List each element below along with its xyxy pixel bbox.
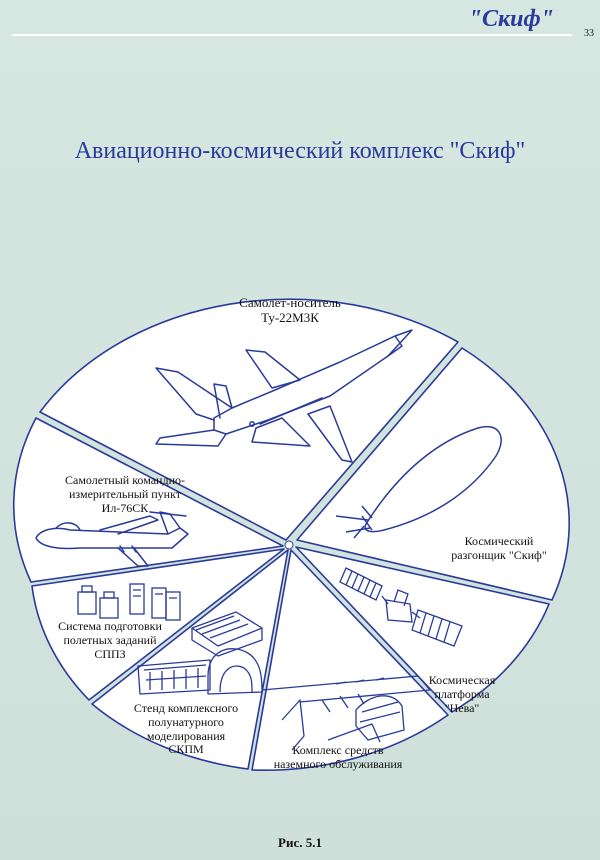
label-system-line2: полетных заданий — [63, 632, 157, 647]
label-stand-line2: полунатурного — [148, 714, 224, 729]
sector-command — [13, 417, 284, 583]
label-carrier-line1: Самолет-носитель — [239, 295, 341, 310]
header-rule — [12, 34, 572, 36]
label-carrier-line2: Ту-22М3К — [261, 309, 319, 325]
label-stand: Стенд комплексного полунатурного моделир… — [116, 701, 256, 757]
label-ground-line2: наземного обслуживания — [273, 756, 403, 771]
sector-carrier — [39, 298, 459, 541]
label-command-line1: Самолетный командно- — [64, 473, 185, 487]
label-booster-line2: разгонщик "Скиф" — [451, 547, 547, 562]
label-platform-line2: платформа — [434, 686, 490, 701]
ground-complex-icon — [261, 675, 431, 751]
label-system-line1: Система подготовки — [58, 619, 162, 633]
label-stand-line1: Стенд комплексного — [133, 701, 239, 715]
il76-aircraft-icon — [35, 511, 189, 567]
label-platform-line1: Космическая — [428, 673, 496, 687]
label-command: Самолетный командно- измерительный пункт… — [40, 473, 210, 515]
sector-booster — [296, 347, 570, 601]
figure-caption: Рис. 5.1 — [278, 835, 322, 850]
label-command-line2: измерительный пункт — [68, 486, 182, 501]
label-stand-line4: СКПМ — [168, 742, 204, 757]
skif-booster-icon — [335, 425, 502, 539]
page-number: 33 — [584, 28, 594, 39]
skpm-stand-icon — [137, 611, 263, 695]
label-platform: Космическая платформа "Нева" — [402, 673, 522, 715]
center-hub — [284, 540, 294, 550]
label-stand-line3: моделирования — [146, 728, 226, 743]
label-booster-line1: Космический — [464, 534, 534, 548]
label-system: Система подготовки полетных заданий СППЗ — [40, 619, 180, 661]
sector-ground — [251, 549, 449, 772]
label-carrier: Самолет-носитель Ту-22М3К — [190, 295, 390, 326]
sppz-system-icon — [77, 583, 181, 621]
neva-platform-icon — [339, 567, 463, 647]
label-booster: Космический разгонщик "Скиф" — [424, 534, 574, 563]
tu22-aircraft-icon — [155, 329, 413, 463]
sector-system — [31, 548, 285, 701]
label-system-line3: СППЗ — [94, 646, 126, 661]
sector-stand — [91, 549, 289, 770]
label-command-line3: Ил-76СК — [101, 500, 149, 515]
main-title: Авиационно-космический комплекс "Скиф" — [74, 138, 526, 164]
label-ground: Комплекс средств наземного обслуживания — [258, 743, 418, 772]
label-platform-line3: "Нева" — [444, 700, 480, 715]
header-title: "Скиф" — [468, 6, 554, 32]
label-ground-line1: Комплекс средств — [292, 743, 384, 757]
